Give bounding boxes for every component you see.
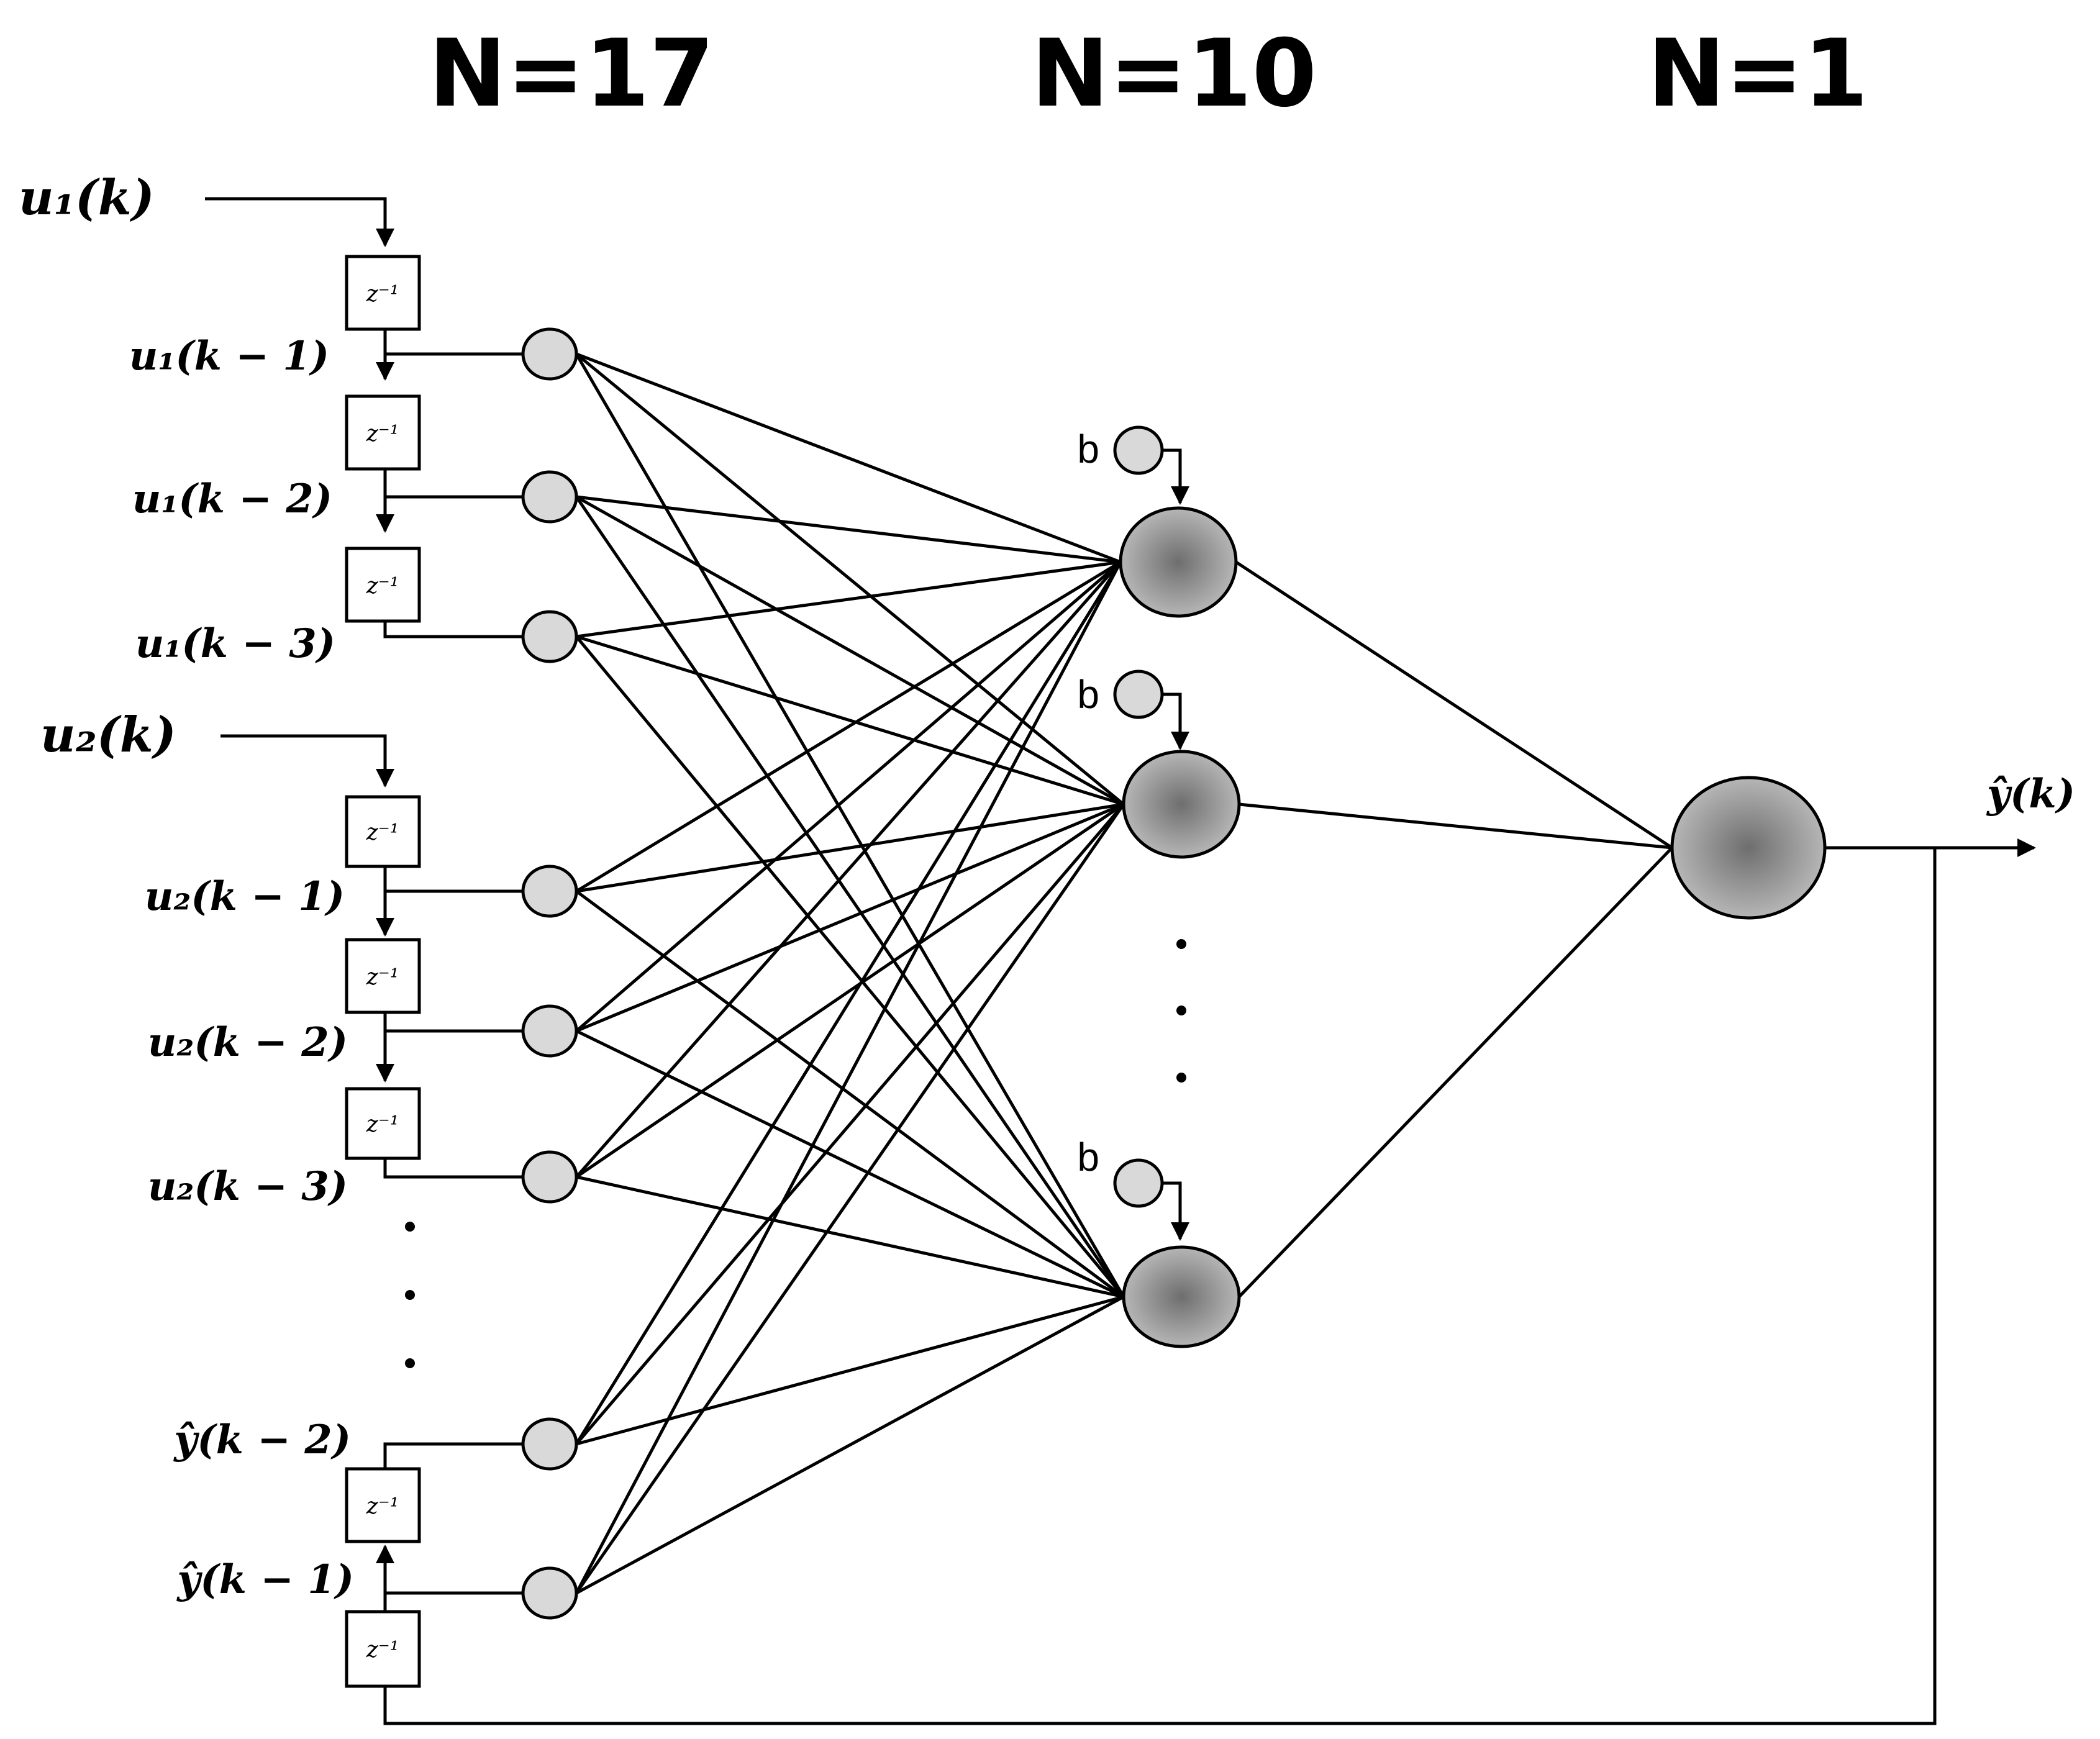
input-hidden-connection [576, 560, 1121, 638]
input-node-label: ŷ(k − 2) [173, 1417, 351, 1463]
input-hidden-connection [576, 495, 1121, 564]
delay-box-label: z⁻¹ [366, 573, 399, 599]
delay-box-u1-3: z⁻¹ [345, 547, 421, 623]
bias-label: b [1077, 1135, 1099, 1179]
input-hidden-connection [575, 561, 1122, 1594]
input-node-label: u₂(k − 2) [148, 1019, 348, 1066]
input-node [521, 610, 578, 663]
input-layer-nodes [521, 327, 578, 1620]
delay-box-label: z⁻¹ [366, 1112, 399, 1137]
input-node-label: ŷ(k − 1) [176, 1556, 354, 1603]
input-node [521, 470, 578, 524]
input-label-u1: u₁(k) [19, 170, 155, 226]
input-node-label: u₁(k − 1) [129, 333, 329, 379]
input-hidden-connection [575, 635, 1125, 1298]
input-hidden-connection [576, 352, 1121, 564]
output-neuron [1670, 776, 1827, 920]
input-node [521, 865, 578, 918]
feedback-delay-line [376, 848, 1937, 1725]
delay-box-label: z⁻¹ [366, 965, 399, 990]
input-node [521, 1150, 578, 1204]
weight-connections [575, 352, 1673, 1595]
input-hidden-connection [576, 1295, 1124, 1446]
hidden-neuron [1122, 1245, 1241, 1348]
bias-node: b [1077, 670, 1164, 719]
bias-node: b [1077, 1135, 1164, 1208]
input-node-label: u₂(k − 1) [145, 873, 345, 920]
hidden-neuron [1119, 506, 1238, 618]
input-node [521, 1004, 578, 1058]
header-hidden-layer: N=10 [1031, 20, 1317, 128]
input-hidden-connection [575, 1029, 1125, 1299]
input-hidden-connection [575, 496, 1125, 1298]
delay-box-label: z⁻¹ [366, 1494, 399, 1519]
input-hidden-connection [576, 802, 1124, 1033]
output-label: ŷ(k) [1986, 771, 2075, 817]
bias-label: b [1077, 427, 1099, 471]
delay-box-u1-1: z⁻¹ [345, 255, 421, 331]
bias-connections [1161, 448, 1189, 1241]
input-hidden-connection [575, 561, 1122, 1032]
input-hidden-connection [576, 1175, 1124, 1299]
input-hidden-connection [575, 560, 1122, 893]
delay-line-u2 [220, 734, 525, 1179]
delay-box-y-1: z⁻¹ [345, 1610, 421, 1688]
hidden-neuron [1122, 750, 1241, 859]
input-ellipsis [405, 1222, 415, 1368]
delay-box-label: z⁻¹ [366, 421, 399, 447]
header-input-layer: N=17 [429, 20, 714, 128]
input-hidden-connection [575, 561, 1122, 1445]
input-hidden-connection [575, 1295, 1125, 1595]
input-node-label: u₂(k − 3) [148, 1163, 348, 1210]
input-node-label: u₁(k − 3) [135, 620, 335, 667]
input-hidden-connection [576, 635, 1124, 806]
input-hidden-connection [576, 802, 1124, 893]
input-hidden-connection [575, 495, 1125, 806]
hidden-ellipsis [1176, 939, 1186, 1083]
input-hidden-connection [575, 353, 1125, 1298]
hidden-output-connection [1235, 560, 1673, 850]
input-label-u2: u₂(k) [40, 707, 176, 763]
input-node [521, 1417, 578, 1471]
delay-box-y-2: z⁻¹ [345, 1467, 421, 1543]
delay-box-u2-3: z⁻¹ [345, 1087, 421, 1160]
input-hidden-connection [575, 889, 1125, 1299]
hidden-output-connection [1238, 847, 1673, 1298]
delay-box-u2-2: z⁻¹ [345, 938, 421, 1014]
bias-label: b [1077, 672, 1099, 717]
input-hidden-connection [575, 561, 1122, 1178]
delay-box-label: z⁻¹ [366, 1637, 399, 1663]
header-output-layer: N=1 [1647, 20, 1868, 128]
input-hidden-connection [575, 803, 1125, 1594]
input-hidden-connection [575, 803, 1125, 1445]
delay-box-u1-2: z⁻¹ [345, 394, 421, 471]
hidden-output-connection [1239, 802, 1673, 850]
input-node [521, 327, 578, 381]
delay-box-label: z⁻¹ [366, 281, 399, 307]
input-node [521, 1566, 578, 1620]
delay-line-u1 [205, 197, 525, 638]
input-node-label: u₁(k − 2) [132, 476, 332, 522]
hidden-layer-nodes [1119, 506, 1241, 1348]
delay-box-u2-1: z⁻¹ [345, 795, 421, 868]
delay-box-label: z⁻¹ [366, 820, 399, 845]
input-hidden-connection [575, 802, 1125, 1179]
bias-node: b [1077, 425, 1164, 475]
